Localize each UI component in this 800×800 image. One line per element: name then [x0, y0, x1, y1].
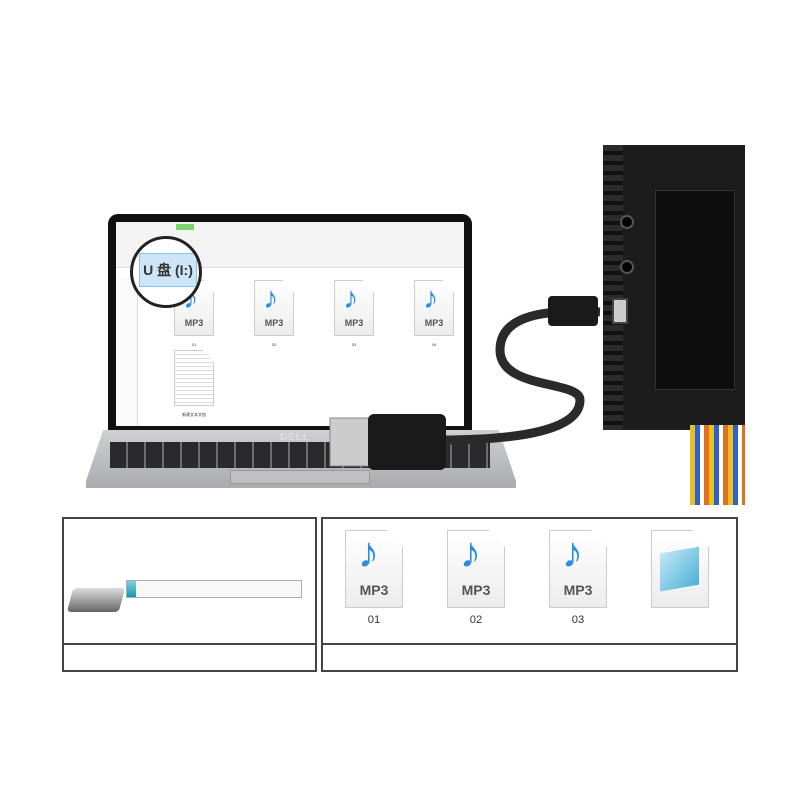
heatsink-fins [603, 145, 623, 430]
music-note-icon: ♪ [343, 279, 359, 315]
magnifier-circle: U 盘 (I:) [130, 236, 202, 308]
file-label: 04 [431, 342, 437, 347]
mp3-file[interactable]: ♪ MP3 02 [254, 280, 294, 347]
mp3-text: MP3 [344, 317, 364, 328]
audio-port[interactable] [620, 215, 634, 229]
mp3-file[interactable]: ♪ MP3 04 [414, 280, 454, 347]
ribbon-tab-manage[interactable] [176, 224, 194, 230]
progress-fill [127, 581, 136, 597]
audio-port[interactable] [620, 260, 634, 274]
copy-progress-bar [126, 580, 302, 598]
file-label: 新建文本文档 [182, 412, 206, 417]
music-note-icon: ♪ [263, 279, 279, 315]
explorer-sidebar [116, 278, 138, 426]
mp3-icon: ♪ MP3 [254, 280, 294, 336]
txt-file[interactable]: 新建文本文档 [174, 350, 214, 418]
mp3-file[interactable]: ♪ MP3 03 [334, 280, 374, 347]
mp3-icon: ♪ MP3 [414, 280, 454, 336]
brand-logo: DELL [279, 432, 311, 443]
usb-port[interactable] [612, 298, 628, 324]
mp3-text: MP3 [184, 317, 204, 328]
usb-drive-icon [66, 588, 126, 612]
file-label: 01 [191, 342, 197, 347]
files-panel [321, 517, 738, 672]
file-label: 03 [351, 342, 357, 347]
mp3-icon: ♪ MP3 [334, 280, 374, 336]
wires [690, 425, 745, 505]
music-note-icon: ♪ [423, 279, 439, 315]
mini-usb-plug [548, 296, 598, 326]
mp3-text: MP3 [424, 317, 444, 328]
file-label: 02 [271, 342, 277, 347]
mp3-text: MP3 [264, 317, 284, 328]
device-label-panel [655, 190, 735, 390]
usb-plug-housing [368, 414, 446, 470]
text-file-icon [174, 350, 214, 406]
usb-a-plug [329, 417, 371, 467]
touchpad [230, 470, 370, 484]
drive-label: U 盘 (I:) [139, 253, 197, 287]
